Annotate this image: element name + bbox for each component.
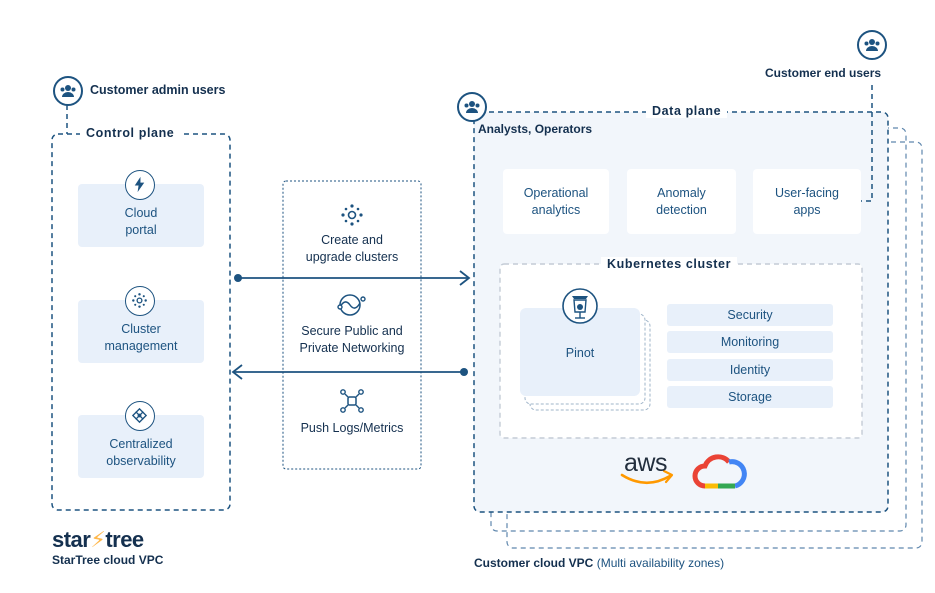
logs-metrics-icon	[339, 388, 365, 419]
stack-storage[interactable]: Storage	[667, 386, 833, 408]
arrow-to-control-plane-origin	[460, 368, 468, 376]
end-users-connector	[860, 85, 873, 202]
user-facing-apps-line2: apps	[793, 203, 821, 217]
startree-logo-tree: tree	[105, 527, 144, 552]
aws-wordmark: aws	[624, 449, 667, 477]
user-facing-apps-line1: User-facing	[775, 186, 839, 200]
cloud-portal-line2: portal	[125, 223, 157, 237]
stack-monitoring[interactable]: Monitoring	[667, 331, 833, 353]
startree-bolt-icon: ⚡	[90, 527, 106, 552]
customer-vpc-caption: Customer cloud VPC (Multi availability z…	[474, 556, 724, 570]
control-plane-title: Control plane	[80, 126, 181, 140]
startree-logo-star: star	[52, 527, 91, 552]
create-clusters-icon	[339, 202, 365, 233]
arrow-to-control-plane-head	[231, 364, 243, 380]
end-users-icon	[857, 30, 887, 60]
networking-line2: Private Networking	[299, 341, 405, 355]
customer-vpc-suffix: (Multi availability zones)	[596, 556, 725, 570]
anomaly-detection-card[interactable]: Anomaly detection	[627, 169, 736, 234]
observability-line2: observability	[106, 454, 176, 468]
startree-logo: star⚡tree	[52, 527, 144, 553]
pinot-icon	[562, 288, 598, 324]
operational-analytics-card[interactable]: Operational analytics	[503, 169, 609, 234]
pinot-card	[520, 308, 640, 396]
logs-metrics-label: Push Logs/Metrics	[282, 420, 422, 437]
cluster-icon	[125, 286, 155, 316]
anomaly-detection-line2: detection	[656, 203, 707, 217]
networking-icon	[335, 292, 369, 323]
create-clusters-line2: upgrade clusters	[305, 250, 399, 264]
operational-analytics-line2: analytics	[531, 203, 581, 217]
bolt-icon	[125, 170, 155, 200]
cloud-portal-line1: Cloud	[124, 206, 158, 220]
stack-security[interactable]: Security	[667, 304, 833, 326]
arrow-to-data-plane-head	[459, 270, 471, 286]
stack-identity[interactable]: Identity	[667, 359, 833, 381]
analysts-icon	[457, 92, 487, 122]
arrow-to-data-plane-origin	[234, 274, 242, 282]
data-plane-title: Data plane	[646, 104, 728, 118]
networking-line1: Secure Public and	[301, 324, 403, 338]
anomaly-detection-line1: Anomaly	[657, 186, 706, 200]
observability-card[interactable]: Centralized observability	[78, 415, 204, 478]
customer-vpc-label: Customer cloud VPC	[474, 556, 594, 570]
pinot-label: Pinot	[565, 346, 595, 360]
cluster-management-line2: management	[104, 339, 178, 353]
middle-services-border	[282, 180, 422, 470]
analysts-label: Analysts, Operators	[478, 122, 593, 136]
create-clusters-label: Create and upgrade clusters	[282, 232, 422, 266]
cluster-management-line1: Cluster	[121, 322, 161, 336]
end-users-label: Customer end users	[765, 66, 882, 80]
user-facing-apps-card[interactable]: User-facing apps	[753, 169, 861, 234]
gcp-logo	[692, 454, 747, 489]
admin-users-icon	[53, 76, 83, 106]
create-clusters-line1: Create and	[321, 233, 383, 247]
kubernetes-title: Kubernetes cluster	[601, 257, 738, 271]
logs-metrics-line1: Push Logs/Metrics	[300, 421, 404, 435]
operational-analytics-line1: Operational	[523, 186, 589, 200]
observability-line1: Centralized	[109, 437, 173, 451]
observability-icon	[125, 401, 155, 431]
networking-label: Secure Public and Private Networking	[282, 323, 422, 357]
admin-users-label: Customer admin users	[90, 83, 226, 97]
aws-logo	[620, 469, 674, 485]
startree-vpc-label: StarTree cloud VPC	[52, 553, 164, 567]
